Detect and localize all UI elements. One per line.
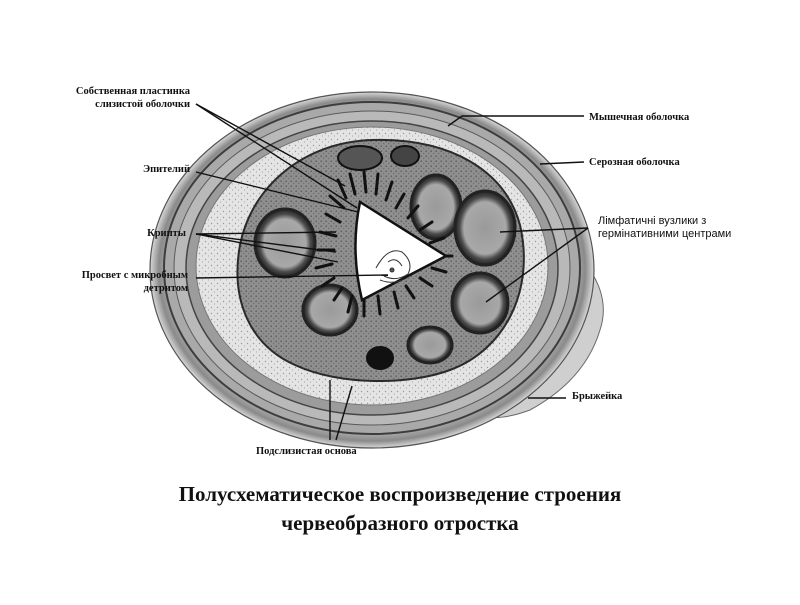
label-muscular: Мышечная оболочка: [589, 112, 690, 123]
label-lumen-line1: Просвет с микробным: [81, 270, 188, 281]
crypts: [314, 170, 454, 318]
label-lymphatic-line1: Лімфатичні вузлики з: [598, 215, 707, 227]
label-submucosa: Подслизистая основа: [256, 446, 357, 457]
leader-lines: [195, 103, 589, 441]
caption-line1: Полусхематическое воспроизведение строен…: [178, 482, 622, 506]
label-mesentery: Брыжейка: [572, 391, 623, 402]
label-lumen-line2: детритом: [143, 283, 188, 294]
label-lumen: Просвет с микробным детритом: [20, 269, 188, 295]
label-lymphatic-line2: гермінативними центрами: [598, 228, 732, 240]
label-serous: Серозная оболочка: [589, 157, 680, 168]
label-lamina-propria: Собственная пластинка слизистой оболочки: [30, 85, 190, 111]
label-epithelium: Эпителий: [142, 164, 190, 175]
label-crypts: Крипты: [147, 228, 186, 239]
label-lamina-propria-line2: слизистой оболочки: [95, 99, 190, 110]
microbial-detritus: [375, 250, 411, 283]
caption-line2: червеобразного отростка: [281, 511, 519, 535]
label-lymphatic-nodules: Лімфатичні вузлики з гермінативними цент…: [598, 215, 731, 241]
lymphatic-nodules: [253, 145, 517, 370]
label-lamina-propria-line1: Собственная пластинка: [75, 86, 190, 97]
